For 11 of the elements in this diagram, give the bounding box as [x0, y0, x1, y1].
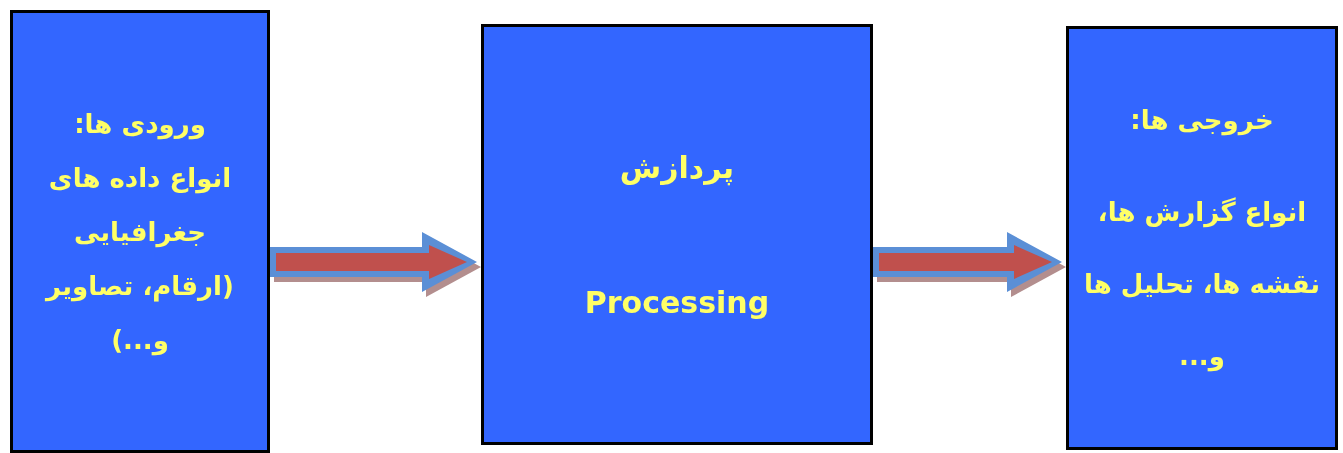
- process-box: [1066, 26, 1338, 450]
- block-arrow: [270, 232, 481, 297]
- process-box: [481, 24, 873, 445]
- box-text: ورودی ها:: [74, 107, 206, 142]
- box-text: Processing: [584, 283, 770, 322]
- box-text: انواع داده های جغرافیایی (ارقام، تصاویر و...): [44, 161, 235, 358]
- block-arrow: [873, 232, 1066, 297]
- box-text: انواع گزارش ها، نقشه ها، تحلیل ها و...: [1082, 196, 1322, 374]
- box-text: پردازش: [619, 148, 735, 188]
- process-box: [10, 10, 270, 453]
- box-text: خروجی ها:: [1130, 104, 1274, 138]
